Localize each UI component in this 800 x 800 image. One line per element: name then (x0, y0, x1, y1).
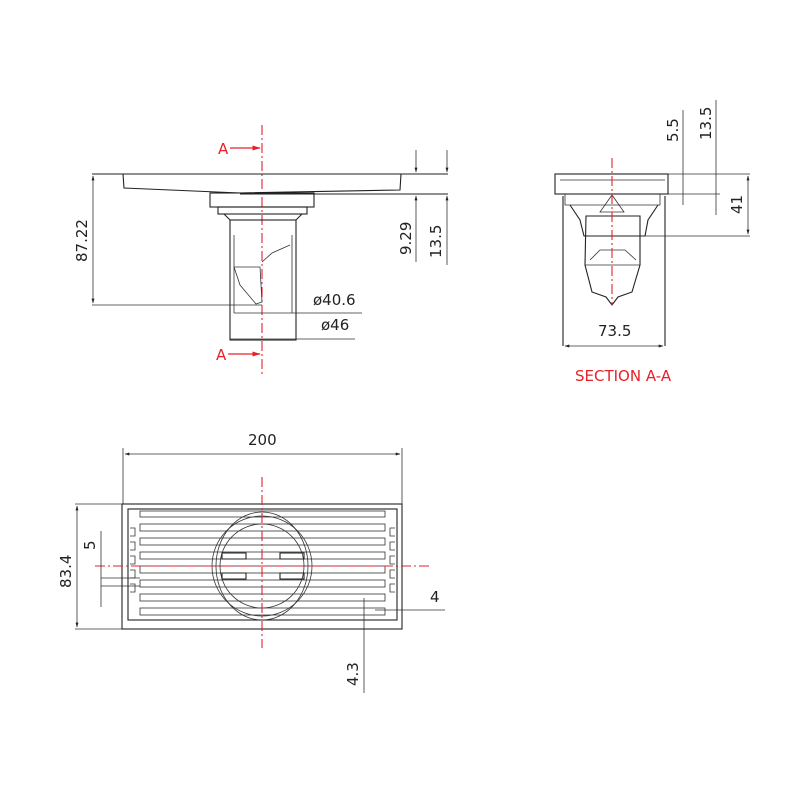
section-marker-top: A (218, 140, 261, 158)
dim-hub-depth: 13.5 (427, 150, 449, 265)
section-label: A (218, 140, 229, 158)
section-view: 73.5 5.5 13.5 41 SECTION A-A (554, 100, 750, 385)
dim-label: 4.3 (344, 662, 362, 686)
dim-label: 9.29 (397, 222, 415, 255)
dim-mid: 13.5 (697, 100, 717, 215)
dim-edge: 4.3 (344, 598, 365, 693)
dim-slot: 5 (81, 531, 140, 607)
dim-label: 13.5 (697, 107, 715, 140)
dim-label: 4 (430, 588, 440, 606)
dim-inner-diameter: ø40.6 (234, 291, 362, 314)
front-view: A A 87.22 ø40.6 ø46 (73, 125, 449, 376)
dim-label: 5.5 (664, 118, 682, 142)
dim-top: 5.5 (664, 110, 750, 205)
section-label: A (216, 346, 227, 364)
dim-label: 87.22 (73, 219, 91, 262)
section-marker-bottom: A (216, 346, 261, 364)
dim-width: 83.4 (57, 503, 122, 630)
drain-section (554, 173, 669, 346)
dim-height: 87.22 (73, 175, 262, 306)
top-view: 200 83.4 5 4 4.3 (57, 431, 445, 693)
dim-depth: 41 (645, 175, 750, 237)
dim-width: 73.5 (564, 322, 664, 348)
dim-outer-diameter: ø46 (230, 316, 355, 340)
drain-body-side (92, 173, 448, 341)
dim-bar: 4 (375, 588, 445, 611)
dim-label: 83.4 (57, 555, 75, 588)
dim-length: 200 (122, 431, 403, 504)
dim-label: ø40.6 (313, 291, 356, 309)
dim-label: 41 (728, 195, 746, 214)
dim-label: 5 (81, 540, 99, 550)
section-title: SECTION A-A (575, 367, 672, 385)
dim-label: 73.5 (598, 322, 631, 340)
dim-label: 13.5 (427, 225, 445, 258)
dim-plate-depth: 9.29 (397, 150, 418, 262)
dim-label: 200 (248, 431, 277, 449)
dim-label: ø46 (321, 316, 349, 334)
